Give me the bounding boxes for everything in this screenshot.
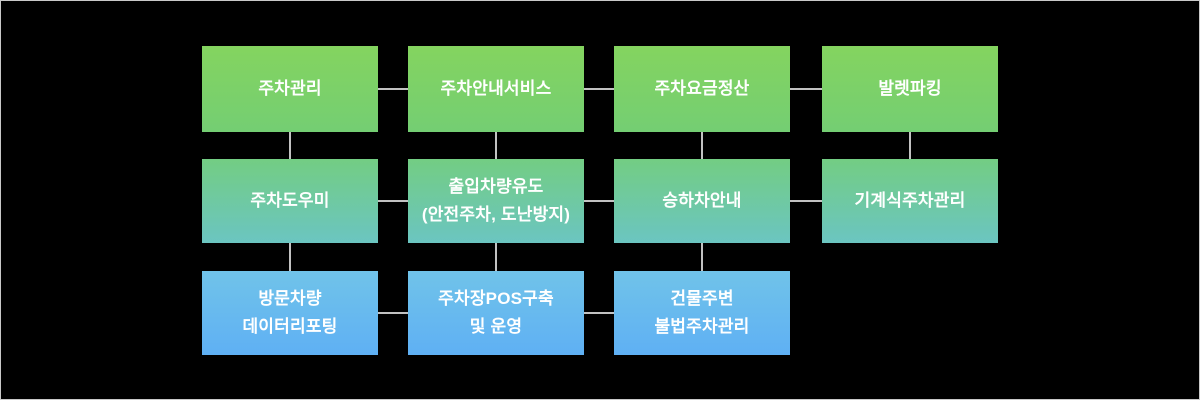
node-visitor-vehicle-data-reporting: 방문차량 데이터리포팅 bbox=[202, 271, 378, 355]
connector-v-c2-r2-r3 bbox=[495, 243, 497, 271]
connector-v-c3-r2-r3 bbox=[701, 243, 703, 271]
connector-v-c1-r2-r3 bbox=[289, 243, 291, 271]
node-sublabel: 및 운영 bbox=[469, 317, 523, 336]
connector-h-r3-c2-c3 bbox=[584, 312, 614, 314]
node-illegal-parking-management: 건물주변 불법주차관리 bbox=[614, 271, 790, 355]
node-label: 주차관리 bbox=[258, 79, 322, 98]
node-vehicle-entry-guidance: 출입차량유도 (안전주차, 도난방지) bbox=[408, 159, 584, 243]
node-mechanical-parking-management: 기계식주차관리 bbox=[822, 159, 998, 243]
connector-h-r1-c1-c2 bbox=[378, 88, 408, 90]
connector-h-r2-c2-c3 bbox=[584, 200, 614, 202]
node-sublabel: (안전주차, 도난방지) bbox=[421, 205, 571, 224]
node-parking-fee-settlement: 주차요금정산 bbox=[614, 46, 790, 132]
node-label: 주차도우미 bbox=[250, 191, 330, 210]
node-label: 주차요금정산 bbox=[654, 79, 750, 98]
connector-h-r3-c1-c2 bbox=[378, 312, 408, 314]
node-label: 방문차량 bbox=[258, 289, 322, 308]
node-sublabel: 데이터리포팅 bbox=[242, 317, 338, 336]
node-label: 발렛파킹 bbox=[878, 79, 942, 98]
node-boarding-guidance: 승하차안내 bbox=[614, 159, 790, 243]
node-parking-guide-service: 주차안내서비스 bbox=[408, 46, 584, 132]
connector-v-c1-r1-r2 bbox=[289, 132, 291, 159]
node-label: 승하차안내 bbox=[662, 191, 742, 210]
node-label: 출입차량유도 bbox=[448, 177, 544, 196]
connector-v-c2-r1-r2 bbox=[495, 132, 497, 159]
node-label: 주차안내서비스 bbox=[440, 79, 552, 98]
node-label: 주차장POS구축 bbox=[438, 289, 554, 308]
connector-h-r2-c3-c4 bbox=[790, 200, 822, 202]
node-parking-management: 주차관리 bbox=[202, 46, 378, 132]
node-label: 건물주변 bbox=[670, 289, 734, 308]
connector-h-r2-c1-c2 bbox=[378, 200, 408, 202]
node-parking-pos-build-operate: 주차장POS구축 및 운영 bbox=[408, 271, 584, 355]
node-valet-parking: 발렛파킹 bbox=[822, 46, 998, 132]
connector-h-r1-c2-c3 bbox=[584, 88, 614, 90]
node-label: 기계식주차관리 bbox=[854, 191, 966, 210]
node-parking-assistant: 주차도우미 bbox=[202, 159, 378, 243]
connector-v-c3-r1-r2 bbox=[701, 132, 703, 159]
node-sublabel: 불법주차관리 bbox=[654, 317, 750, 336]
connector-v-c4-r1-r2 bbox=[909, 132, 911, 159]
connector-h-r1-c3-c4 bbox=[790, 88, 822, 90]
